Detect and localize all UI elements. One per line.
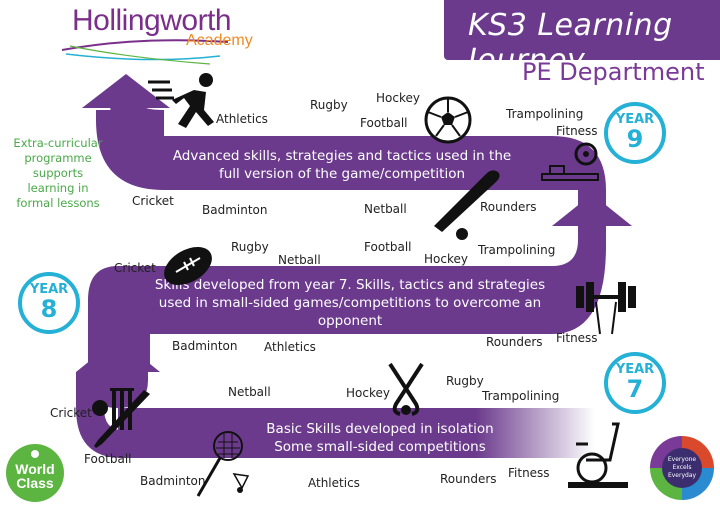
weightlifting-icon — [576, 282, 636, 335]
title-box — [444, 0, 720, 60]
label-rugby: Rugby — [310, 98, 348, 112]
world-class-line2: Class — [16, 475, 54, 491]
label-hockey: Hockey — [424, 252, 468, 266]
label-athletics: Athletics — [216, 112, 268, 126]
label-fitness: Fitness — [508, 466, 550, 480]
label-athletics: Athletics — [264, 340, 316, 354]
label-netball: Netball — [228, 385, 271, 399]
year7-line1: Basic Skills developed in isolation — [266, 421, 494, 437]
year9-band — [164, 136, 552, 190]
label-cricket: Cricket — [50, 406, 92, 420]
label-hockey: Hockey — [346, 386, 390, 400]
values-ring-center: Everyone Excels Everyday — [662, 448, 702, 488]
label-badminton: Badminton — [202, 203, 268, 217]
label-rounders: Rounders — [480, 200, 537, 214]
rowing-machine-icon — [541, 142, 599, 181]
logo-swoosh-icon — [61, 39, 229, 65]
label-netball: Netball — [364, 202, 407, 216]
rugby-ball-icon — [164, 247, 212, 285]
year-7-word: YEAR — [615, 362, 655, 377]
year8-description: Skills developed from year 7. Skills, ta… — [154, 277, 546, 329]
label-cricket: Cricket — [132, 194, 174, 208]
year-7-badge: YEAR 7 — [604, 352, 666, 414]
person-icon — [31, 450, 39, 458]
extra-curricular-note: Extra-curricular programme supports lear… — [13, 136, 103, 210]
baseball-bat-icon — [434, 170, 500, 240]
world-class-line1: World — [15, 461, 55, 477]
year-9-number: 9 — [626, 125, 644, 153]
year-8-badge: YEAR 8 — [18, 272, 80, 334]
label-rounders: Rounders — [486, 335, 543, 349]
label-football: Football — [84, 452, 132, 466]
label-fitness: Fitness — [556, 124, 598, 138]
year-9-badge: YEAR 9 — [604, 102, 666, 164]
label-trampolining: Trampolining — [482, 389, 560, 403]
arrow-up-top — [82, 74, 170, 108]
logo-main-text: Hollingworth — [72, 4, 232, 37]
ring-word-2: Excels — [672, 464, 692, 471]
year-9-word: YEAR — [615, 112, 655, 127]
label-badminton: Badminton — [172, 339, 238, 353]
exercise-bike-icon — [568, 422, 628, 488]
label-rugby: Rugby — [231, 240, 269, 254]
world-class-badge: World Class — [6, 444, 64, 502]
label-netball: Netball — [278, 253, 321, 267]
year-7-number: 7 — [626, 375, 644, 403]
label-trampolining: Trampolining — [478, 243, 556, 257]
hockey-sticks-icon — [388, 362, 424, 416]
year8-band — [118, 266, 552, 334]
cricket-icon — [92, 388, 150, 448]
ring-word-3: Everyday — [667, 472, 697, 479]
label-fitness: Fitness — [556, 331, 598, 345]
label-rounders: Rounders — [440, 472, 497, 486]
label-badminton: Badminton — [140, 474, 206, 488]
year7-line2: Some small-sided competitions — [274, 439, 486, 455]
year9-description: Advanced skills, strategies and tactics … — [172, 148, 512, 182]
logo-sub-text: Academy — [186, 32, 253, 49]
year7-band — [118, 408, 595, 458]
label-cricket: Cricket — [114, 261, 156, 275]
label-hockey: Hockey — [376, 91, 420, 105]
label-rugby: Rugby — [446, 374, 484, 388]
badminton-icon — [196, 431, 250, 497]
label-football: Football — [364, 240, 412, 254]
label-athletics: Athletics — [308, 476, 360, 490]
page-subtitle: PE Department — [522, 58, 705, 86]
runner-icon — [148, 73, 214, 128]
year-8-word: YEAR — [29, 282, 69, 297]
label-trampolining: Trampolining — [506, 107, 584, 121]
year-8-number: 8 — [40, 295, 58, 323]
label-football: Football — [360, 116, 408, 130]
page-title: KS3 Learning Journey — [468, 8, 673, 78]
football-icon — [424, 96, 472, 144]
ring-word-1: Everyone — [667, 456, 697, 463]
